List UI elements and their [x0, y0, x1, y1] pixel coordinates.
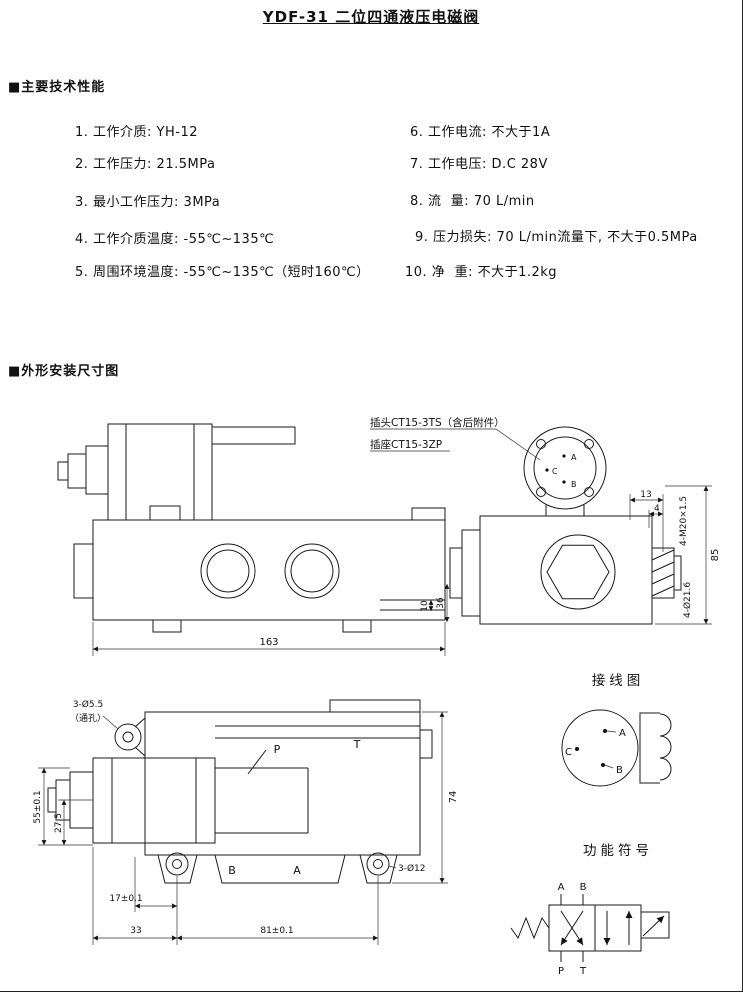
dim-85-label: 85	[710, 549, 721, 562]
symbol-port-a: A	[558, 882, 565, 893]
dim-163	[92, 622, 446, 656]
dim-13-4	[629, 494, 664, 552]
port-a-label: A	[293, 864, 301, 877]
dim-m20-label: 4-M20×1.5	[679, 496, 689, 546]
dim-74-label: 74	[448, 791, 459, 804]
spec-item-9: 9. 压力损失: 70 L/min流量下, 不大于0.5MPa	[415, 230, 698, 245]
symbol-title: 功能符号	[583, 843, 653, 859]
spec-item-1: 1. 工作介质: YH-12	[75, 125, 198, 140]
wiring-pin-a: A	[619, 728, 626, 739]
wiring-pin-c: C	[565, 747, 572, 758]
wiring-diagram: 接线图 A C B	[561, 672, 672, 787]
flange-pin-a: A	[571, 453, 577, 462]
pin-a-dot	[562, 454, 566, 458]
connector-socket-label: 插座CT15-3ZP	[370, 438, 442, 451]
port-p-label: P	[274, 743, 281, 756]
port-t-label: T	[353, 738, 361, 751]
solenoid-symbol	[640, 911, 670, 939]
symbol-port-p: P	[558, 966, 564, 977]
dim-10-36	[428, 584, 450, 622]
dim-17-33-81	[92, 847, 379, 945]
dimension-drawing: 163 10 36 A C B	[33, 416, 721, 977]
dim-81-label: 81±0.1	[260, 926, 293, 936]
flange-pin-c: C	[552, 467, 558, 476]
pin-b-dot	[562, 480, 566, 484]
pin-c-dot	[545, 468, 549, 472]
connector-plug-label: 插头CT15-3TS（含后附件）	[370, 416, 505, 429]
dim-10-label: 10	[420, 600, 430, 612]
dim-through-label: （通孔）	[70, 713, 106, 724]
dim-holes-label: 3-Ø5.5	[73, 699, 103, 710]
symbol-port-b: B	[580, 882, 587, 893]
spec-item-5: 5. 周围环境温度: -55℃~135℃（短时160℃）	[75, 265, 370, 280]
dim-55-label: 55±0.1	[33, 790, 43, 823]
spring-symbol	[510, 916, 550, 940]
spec-item-8: 8. 流 量: 70 L/min	[410, 194, 535, 209]
wiring-pin-b: B	[616, 765, 623, 776]
spec-item-6: 6. 工作电流: 不大于1A	[410, 125, 551, 140]
dim-17-label: 17±0.1	[109, 894, 142, 904]
dim-33-label: 33	[130, 926, 141, 936]
port-b-label: B	[228, 864, 236, 877]
valve-side-view: 163 10 36	[57, 423, 450, 656]
valve-top-view: P T B A 3-Ø5.5 （通孔） 3-Ø12 55±0.1 27.5	[33, 699, 459, 945]
valve-end-view: A C B 插头CT15-3TS（含后附件） 插座CT15-3ZP	[370, 416, 721, 625]
function-symbol: 功能符号 A B P T	[510, 843, 670, 977]
dim-36-label: 36	[436, 597, 446, 609]
connector-leader-lines	[370, 428, 541, 461]
wiring-title: 接线图	[592, 672, 645, 689]
dim-163-label: 163	[259, 637, 278, 648]
flange-pin-b: B	[571, 480, 577, 489]
section-heading-dims: ■外形安装尺寸图	[8, 364, 120, 379]
dim-275-label: 27.5	[54, 813, 64, 833]
spec-item-10: 10. 净 重: 不大于1.2kg	[405, 265, 558, 280]
spec-item-2: 2. 工作压力: 21.5MPa	[75, 157, 216, 172]
dim-4-label: 4	[654, 504, 660, 514]
spec-item-3: 3. 最小工作压力: 3MPa	[75, 195, 221, 210]
section-heading-specs: ■主要技术性能	[8, 80, 106, 95]
dim-phi216-label: 4-Ø21.6	[682, 582, 693, 618]
dim-74	[392, 711, 448, 884]
spec-item-4: 4. 工作介质温度: -55℃~135℃	[75, 232, 275, 247]
dim-phi12-label: 3-Ø12	[398, 863, 426, 874]
dim-55-275	[38, 767, 93, 846]
dim-13-label: 13	[640, 490, 651, 500]
spec-item-7: 7. 工作电压: D.C 28V	[410, 157, 548, 172]
symbol-port-t: T	[579, 966, 587, 977]
dim-85	[655, 485, 712, 625]
page-title: YDF-31 二位四通液压电磁阀	[262, 8, 480, 26]
